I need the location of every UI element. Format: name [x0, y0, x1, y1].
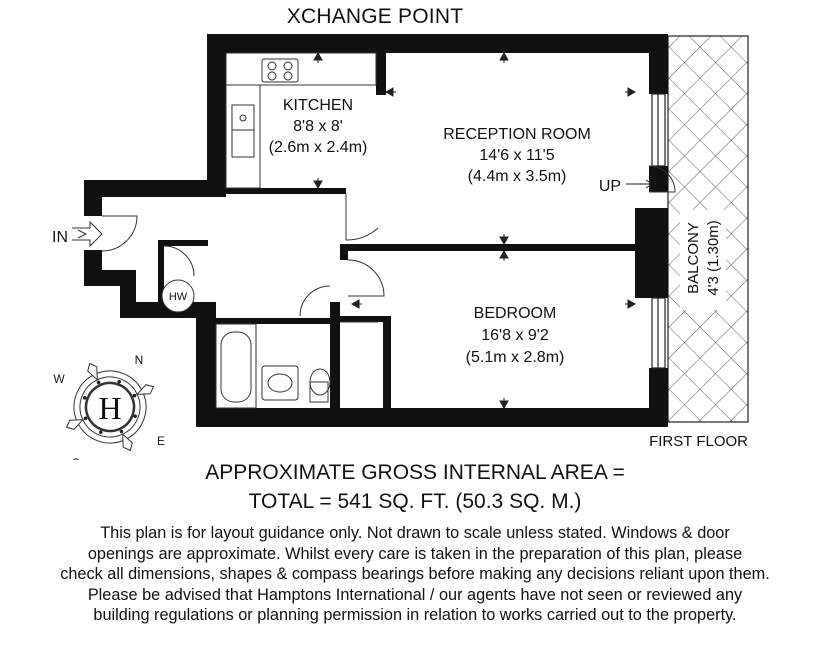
up-label: UP — [599, 178, 621, 195]
kitchen-dim-metric: (2.6m x 2.4m) — [269, 139, 368, 156]
disclaimer-line: building regulations or planning permiss… — [93, 606, 737, 624]
doors — [101, 165, 676, 323]
compass-w: W — [53, 372, 65, 386]
bedroom-dim: 16'8 x 9'2 — [481, 327, 549, 344]
disclaimer-line: check all dimensions, shapes & compass b… — [60, 565, 770, 583]
disclaimer-line: openings are approximate. Whilst every c… — [87, 544, 743, 563]
interior-walls — [158, 53, 635, 408]
dimension-arrows — [313, 51, 653, 410]
disclaimer-line: Please be advised that Hamptons Internat… — [87, 585, 743, 604]
entrance-label: IN — [52, 229, 68, 246]
bedroom-label: BEDROOM — [474, 305, 557, 322]
bathroom-fittings — [215, 323, 331, 409]
reception-dim-metric: (4.4m x 3.5m) — [468, 168, 567, 185]
hot-water-cylinder: HW — [161, 279, 195, 313]
kitchen-dim: 8'8 x 8' — [293, 118, 343, 135]
compass-e: E — [157, 434, 165, 448]
floor-plan: HW KITCHEN 8'8 x 8' (2.6m x 2.4m) RECE — [52, 34, 749, 460]
area-heading: APPROXIMATE GROSS INTERNAL AREA = — [205, 461, 625, 484]
compass-rose: H N W E S — [53, 353, 165, 460]
disclaimer-line: This plan is for layout guidance only. N… — [100, 524, 730, 542]
windows — [651, 93, 666, 369]
area-total: TOTAL = 541 SQ. FT. (50.3 SQ. M.) — [248, 490, 582, 513]
compass-s: S — [72, 456, 80, 460]
exterior-walls — [84, 34, 668, 427]
balcony — [667, 35, 749, 423]
hw-label: HW — [169, 291, 188, 303]
room-labels: KITCHEN 8'8 x 8' (2.6m x 2.4m) RECEPTION… — [52, 97, 748, 450]
entrance-arrow — [72, 220, 103, 248]
compass-n: N — [135, 353, 144, 367]
balcony-label: BALCONY — [685, 222, 702, 294]
reception-label: RECEPTION ROOM — [443, 126, 591, 143]
reception-dim: 14'6 x 11'5 — [479, 147, 554, 164]
floor-label: FIRST FLOOR — [649, 433, 748, 450]
kitchen-label: KITCHEN — [283, 97, 353, 114]
balcony-dim: 4'3 (1.30m) — [705, 220, 722, 295]
disclaimer: This plan is for layout guidance only. N… — [0, 523, 830, 626]
property-title: XCHANGE POINT — [286, 5, 464, 28]
bedroom-dim-metric: (5.1m x 2.8m) — [466, 349, 565, 366]
compass-logo: H — [98, 390, 121, 426]
kitchen-fittings — [225, 52, 377, 189]
